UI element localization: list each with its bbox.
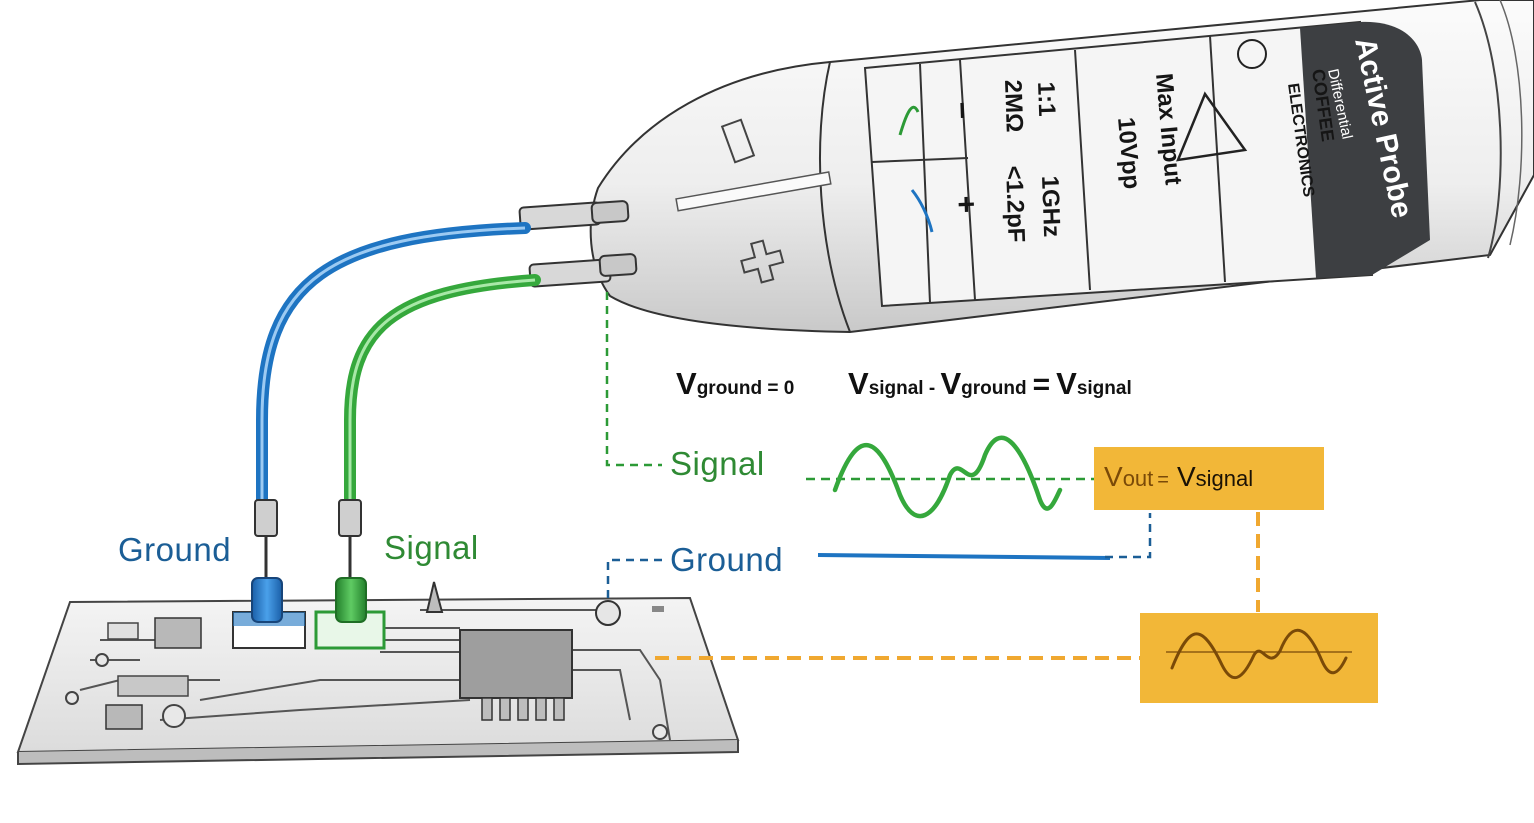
ground-flat-line xyxy=(817,553,1111,560)
eq-v2: V xyxy=(848,366,869,401)
wave-signal-label: Signal xyxy=(670,445,765,482)
signal-waveform xyxy=(832,435,1063,519)
eq-v2-sub: signal xyxy=(868,378,924,399)
eq-v4-sub: signal xyxy=(1076,378,1132,399)
circuit-board xyxy=(16,577,740,766)
ground-testpoint-cap xyxy=(251,577,283,623)
smd-pad-4 xyxy=(105,704,143,730)
via-2 xyxy=(65,691,79,705)
out-v-sub: out xyxy=(1122,466,1154,491)
eq-v1-sub: ground xyxy=(696,378,763,399)
via-3 xyxy=(95,653,109,667)
signal-testpoint-cap xyxy=(335,577,367,623)
wave-ground-label: Ground xyxy=(670,541,784,578)
board-ground-label: Ground xyxy=(118,531,232,568)
smd-pad-2 xyxy=(107,622,139,640)
smd-pad-1 xyxy=(154,617,202,649)
output-waveform-display xyxy=(1166,629,1352,679)
out-equals: = xyxy=(1157,469,1169,491)
via-4 xyxy=(652,724,668,740)
board-signal-label: Signal xyxy=(384,529,479,566)
divider-mark xyxy=(675,171,832,212)
via-1 xyxy=(162,704,186,728)
spec-panel xyxy=(863,20,1430,308)
probe-spec-capacitance: <1.2pF xyxy=(1000,165,1030,243)
via-5 xyxy=(652,606,664,612)
eq-v3-sub: ground xyxy=(961,378,1027,399)
signal-clip xyxy=(338,499,362,578)
probe-rear-ring xyxy=(1474,1,1502,259)
spike-connector xyxy=(425,581,444,613)
probe-minus-sign: − xyxy=(945,101,979,120)
probe-spec-bandwidth: 1GHz xyxy=(1036,175,1065,237)
eq-v3: V xyxy=(940,366,962,401)
upper-pin-tip xyxy=(590,200,630,224)
signal-dashed-lead xyxy=(605,292,662,467)
board-output-point xyxy=(595,600,621,626)
panel-signal-wave-icon xyxy=(898,105,920,136)
difference-equation: Vsignal - Vground=Vsignal xyxy=(848,366,1132,402)
output-formula-box: Vout= Vsignal xyxy=(1094,447,1324,510)
eq-minus: - xyxy=(923,378,941,399)
warning-triangle-icon xyxy=(1176,91,1248,162)
out-v: V xyxy=(1104,461,1123,492)
out-v2: V xyxy=(1176,461,1196,492)
active-probe: Active Probe Differential COFFEE ELECTRO… xyxy=(589,0,1534,334)
plus-mark xyxy=(740,239,785,284)
probe-max-line2: 10Vpp xyxy=(1112,116,1145,190)
probe-tip-ring xyxy=(818,61,851,333)
chip-ic xyxy=(459,629,573,699)
out-v2-sub: signal xyxy=(1195,466,1254,491)
lower-pin-sleeve xyxy=(528,258,612,288)
lower-pin-tip xyxy=(598,253,638,277)
brand-band xyxy=(1300,21,1430,278)
panel-ground-wave-icon xyxy=(910,189,934,233)
probe-plus-sign: + xyxy=(949,195,983,214)
eq-v1-rest: = 0 xyxy=(762,378,795,399)
ground-dashed-lead xyxy=(606,558,664,598)
signal-cable-highlight xyxy=(348,278,536,505)
ground-cable-highlight xyxy=(260,226,526,505)
ground-clip xyxy=(254,499,278,578)
output-waveform xyxy=(1170,629,1348,679)
output-formula: Vout= Vsignal xyxy=(1104,461,1253,493)
ground-to-output-dash xyxy=(1105,513,1152,559)
probe-spec-ratio: 1:1 xyxy=(1032,81,1060,117)
minus-mark xyxy=(720,118,756,164)
ground-equation: Vground = 0 xyxy=(676,366,794,402)
eq-equals: = xyxy=(1032,368,1051,401)
ground-cable xyxy=(256,222,531,511)
eq-v1: V xyxy=(676,366,697,401)
upper-pin-sleeve xyxy=(518,201,602,231)
probe-rear-ring-2 xyxy=(1499,0,1523,246)
probe-spec-impedance: 2MΩ xyxy=(999,79,1028,133)
maker-logo-icon xyxy=(1237,39,1267,69)
smd-pad-3 xyxy=(117,675,189,697)
output-waveform-box xyxy=(1140,613,1378,703)
signal-cable xyxy=(344,274,541,511)
eq-v4: V xyxy=(1056,366,1077,401)
probe-pins xyxy=(518,200,638,288)
